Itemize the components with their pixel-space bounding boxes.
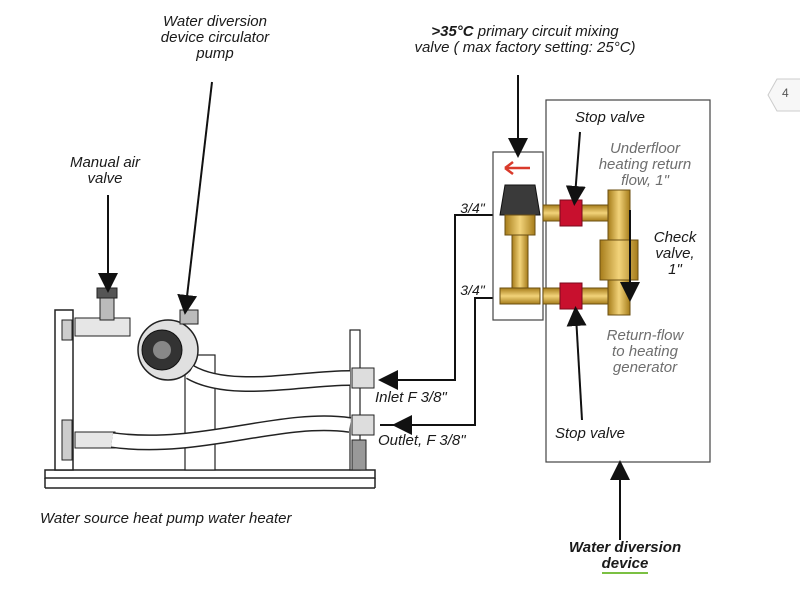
pointer-arrows bbox=[98, 75, 640, 540]
page-number: 4 bbox=[782, 86, 789, 100]
connection-lines bbox=[378, 214, 493, 435]
underfloor-label: Underfloor heating return flow, 1" bbox=[598, 140, 692, 189]
diversion-device-label: Water diversion device bbox=[568, 539, 682, 574]
size-top-label: 3/4" bbox=[460, 200, 485, 216]
heater-label: Water source heat pump water heater bbox=[40, 510, 292, 527]
stop-valve-bottom-label: Stop valve bbox=[554, 425, 626, 442]
size-bottom-label: 3/4" bbox=[460, 282, 485, 298]
inlet-label: Inlet F 3/8" bbox=[375, 389, 447, 406]
pump-label: Water diversion device circulator pump bbox=[160, 13, 270, 62]
page-tab[interactable] bbox=[767, 78, 800, 112]
check-valve-label: Check valve, 1" bbox=[653, 229, 697, 278]
outlet-label: Outlet, F 3/8" bbox=[378, 432, 466, 449]
heat-pump-unit bbox=[44, 287, 376, 489]
return-flow-label: Return-flow to heating generator bbox=[606, 327, 684, 376]
stop-valve-top-label: Stop valve bbox=[574, 109, 646, 126]
air-valve-label: Manual air valve bbox=[69, 154, 141, 187]
mixing-valve bbox=[492, 151, 544, 321]
mixing-valve-label: >35°C primary circuit mixing valve ( max… bbox=[414, 23, 636, 56]
